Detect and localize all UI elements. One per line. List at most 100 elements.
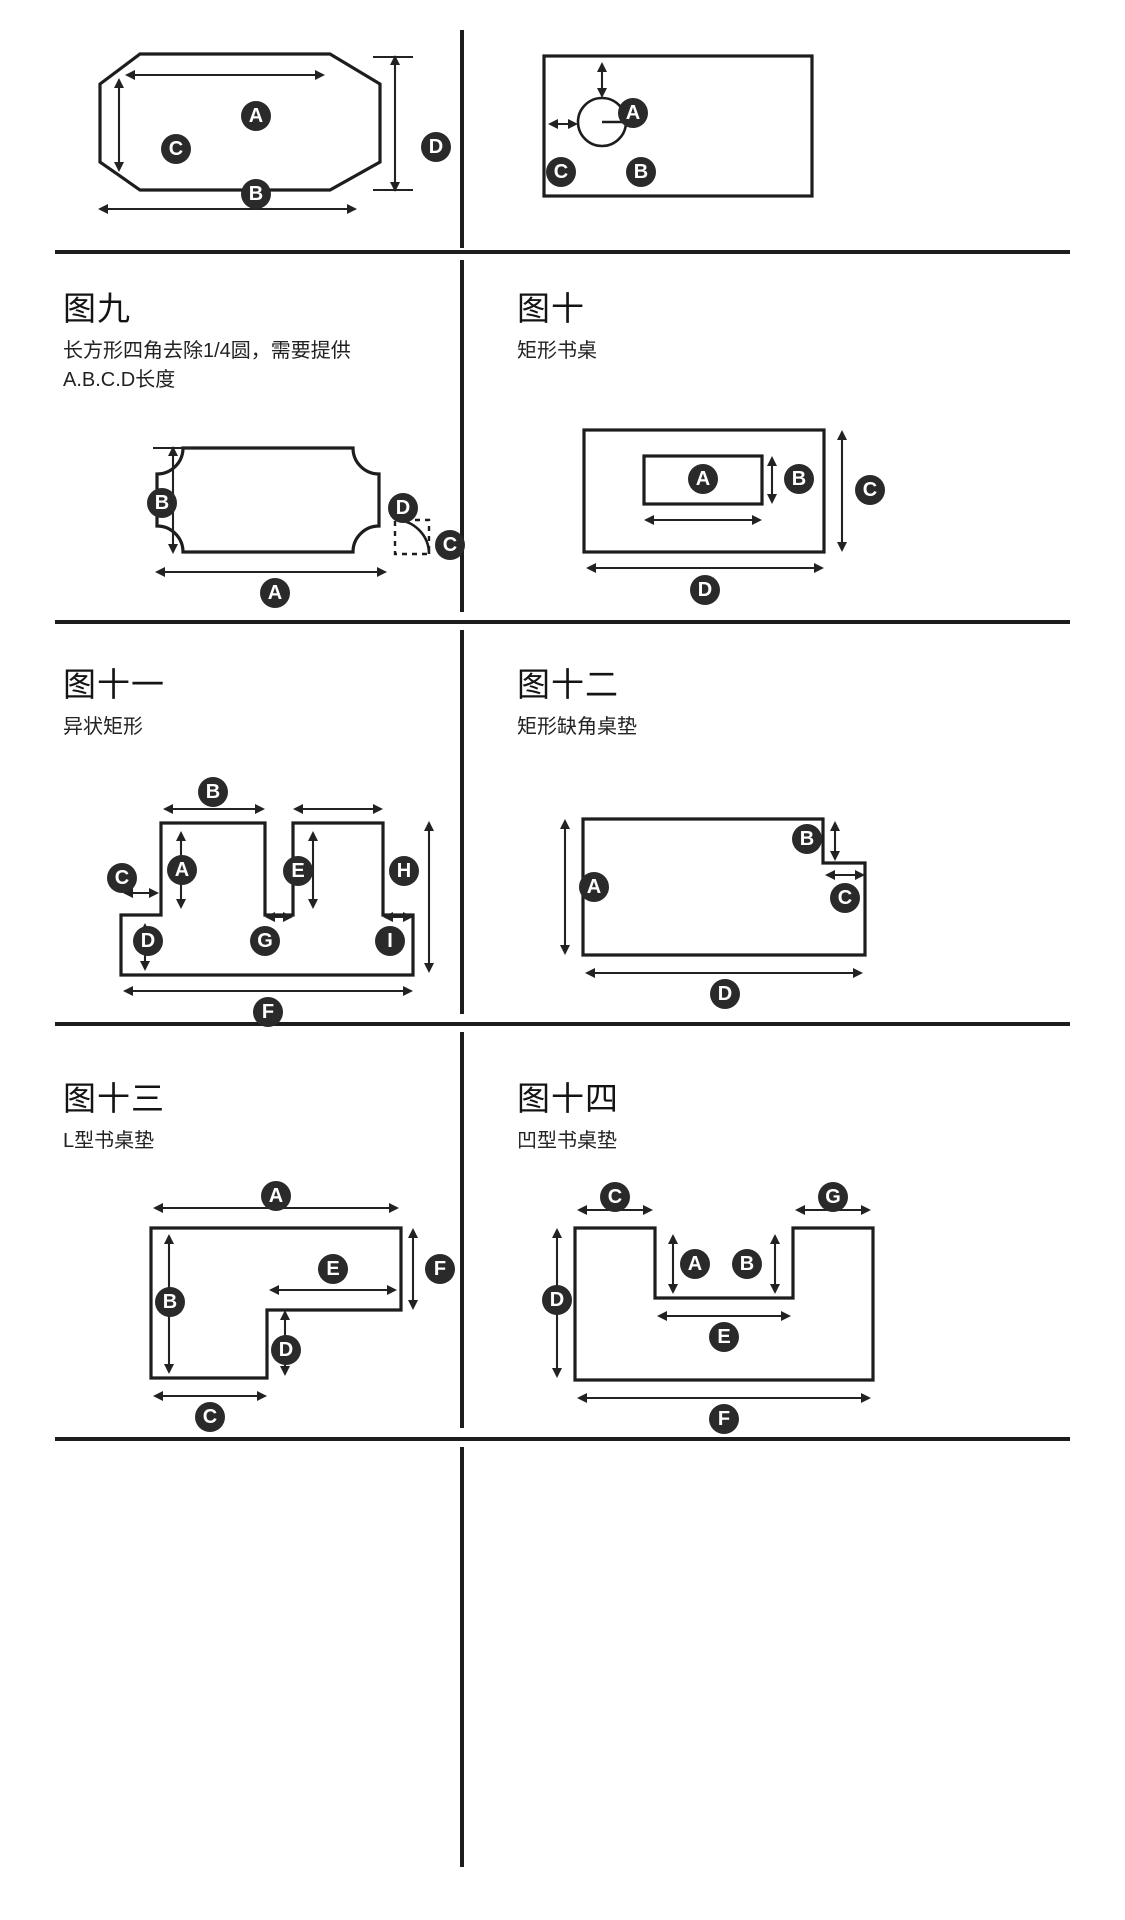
dimension-f [123, 986, 413, 996]
label-badge-d: D [271, 1335, 301, 1365]
dimension-c [837, 430, 847, 552]
dimension-d [585, 968, 863, 978]
fig-twelve-figure: A B C D [535, 795, 915, 1009]
divider-row-4 [55, 1437, 1070, 1441]
inner-rect-outline [642, 454, 764, 506]
label-badge-e: E [283, 856, 313, 886]
rect-hole-outline [542, 54, 814, 198]
label-badge-c: C [107, 863, 137, 893]
panel-octagon: A B C D [55, 22, 460, 250]
dimension-a [668, 1234, 678, 1294]
panel-title-fig-eleven: 图十一 [63, 666, 165, 703]
panel-desc-fig-ten: 矩形书桌 [517, 339, 597, 362]
dimension-f [577, 1393, 871, 1403]
label-badge-i: I [375, 926, 405, 956]
label-badge-a: A [261, 1181, 291, 1211]
panel-fig-thirteen: 图十三 L型书桌垫 [55, 1032, 460, 1437]
label-badge-c: C [830, 883, 860, 913]
dimension-g [265, 912, 293, 922]
fig-fourteen-figure: C G A B E D F [525, 1180, 905, 1434]
dimension-b [98, 204, 357, 214]
dimension-a [125, 70, 325, 80]
fig-nine-figure: B A D C [105, 420, 465, 608]
dimension-a [560, 819, 570, 955]
octagon-outline [98, 52, 382, 192]
dimension-a [155, 567, 387, 577]
fig-nine-svg [153, 446, 431, 577]
label-badge-a: A [579, 872, 609, 902]
label-badge-f: F [425, 1254, 455, 1284]
fig-nine-outline [155, 446, 381, 554]
fig-ten-figure: A B C D [560, 410, 900, 605]
dimension-h [424, 821, 434, 973]
label-badge-a: A [680, 1249, 710, 1279]
divider-col-row5 [460, 1447, 464, 1867]
label-badge-e: E [709, 1322, 739, 1352]
label-badge-c: C [855, 475, 885, 505]
panel-fig-twelve: 图十二 矩形缺角桌垫 [475, 630, 1070, 1022]
label-badge-g: G [250, 926, 280, 956]
label-badge-a: A [260, 578, 290, 608]
dimension-d [373, 55, 413, 192]
dimension-c [153, 1391, 267, 1401]
label-badge-a: A [241, 101, 271, 131]
dimension-e [308, 831, 318, 909]
dimension-b [163, 804, 265, 814]
fig-fourteen-svg [552, 1205, 875, 1403]
fig-twelve-svg [560, 817, 867, 978]
divider-col-row2 [460, 260, 464, 612]
panel-title-fig-nine: 图九 [63, 290, 131, 327]
notched-outline [581, 817, 867, 957]
label-badge-c: C [546, 157, 576, 187]
label-badge-d: D [710, 979, 740, 1009]
label-badge-a: A [618, 98, 648, 128]
dimension-d [586, 563, 824, 573]
fig-eleven-svg [119, 804, 434, 996]
panel-grid: A B C D [55, 22, 1070, 1867]
fig-thirteen-svg [149, 1203, 418, 1401]
desk-outline [582, 428, 826, 554]
label-badge-b: B [626, 157, 656, 187]
panel-fig-eleven: 图十一 异状矩形 [55, 630, 460, 1027]
corner-detail-arc [394, 518, 431, 555]
corner-detail-box [393, 518, 431, 556]
panel-fig-nine: 图九 长方形四角去除1/4圆，需要提供A.B.C.D长度 [55, 260, 465, 620]
dimension-i [383, 912, 413, 922]
label-badge-c: C [161, 134, 191, 164]
label-badge-e: E [318, 1254, 348, 1284]
divider-row-3 [55, 1022, 1070, 1026]
label-badge-b: B [241, 179, 271, 209]
dimension-inner-width [644, 515, 762, 525]
label-badge-a: A [688, 464, 718, 494]
fig-eleven-figure: B A C E D G I H F [93, 775, 443, 1027]
label-badge-f: F [709, 1404, 739, 1434]
dimension-e [657, 1311, 791, 1321]
label-badge-b: B [198, 777, 228, 807]
panel-desc-fig-twelve: 矩形缺角桌垫 [517, 715, 637, 738]
divider-col-row1 [460, 30, 464, 248]
divider-col-row4 [460, 1032, 464, 1428]
panel-fig-ten: 图十 矩形书桌 [475, 260, 1070, 620]
dimension-c [825, 870, 865, 880]
label-badge-f: F [253, 997, 283, 1027]
divider-col-row3 [460, 630, 464, 1014]
rect-hole-figure: A B C [530, 44, 830, 204]
label-badge-d: D [690, 575, 720, 605]
divider-row-2 [55, 620, 1070, 624]
label-badge-b: B [147, 488, 177, 518]
panel-desc-fig-thirteen: L型书桌垫 [63, 1129, 155, 1152]
divider-row-1 [55, 250, 1070, 254]
panel-title-fig-thirteen: 图十三 [63, 1080, 165, 1117]
panel-desc-fig-eleven: 异状矩形 [63, 715, 143, 738]
panel-title-fig-ten: 图十 [517, 290, 585, 327]
label-badge-c: C [600, 1182, 630, 1212]
dimension-b [767, 456, 777, 504]
panel-title-fig-fourteen: 图十四 [517, 1080, 619, 1117]
dimension-e [269, 1285, 397, 1295]
fig-ten-svg [582, 428, 847, 573]
dimension-f [408, 1228, 418, 1310]
irregular-outline [119, 821, 415, 977]
dimension-b [770, 1234, 780, 1294]
label-badge-b: B [792, 824, 822, 854]
